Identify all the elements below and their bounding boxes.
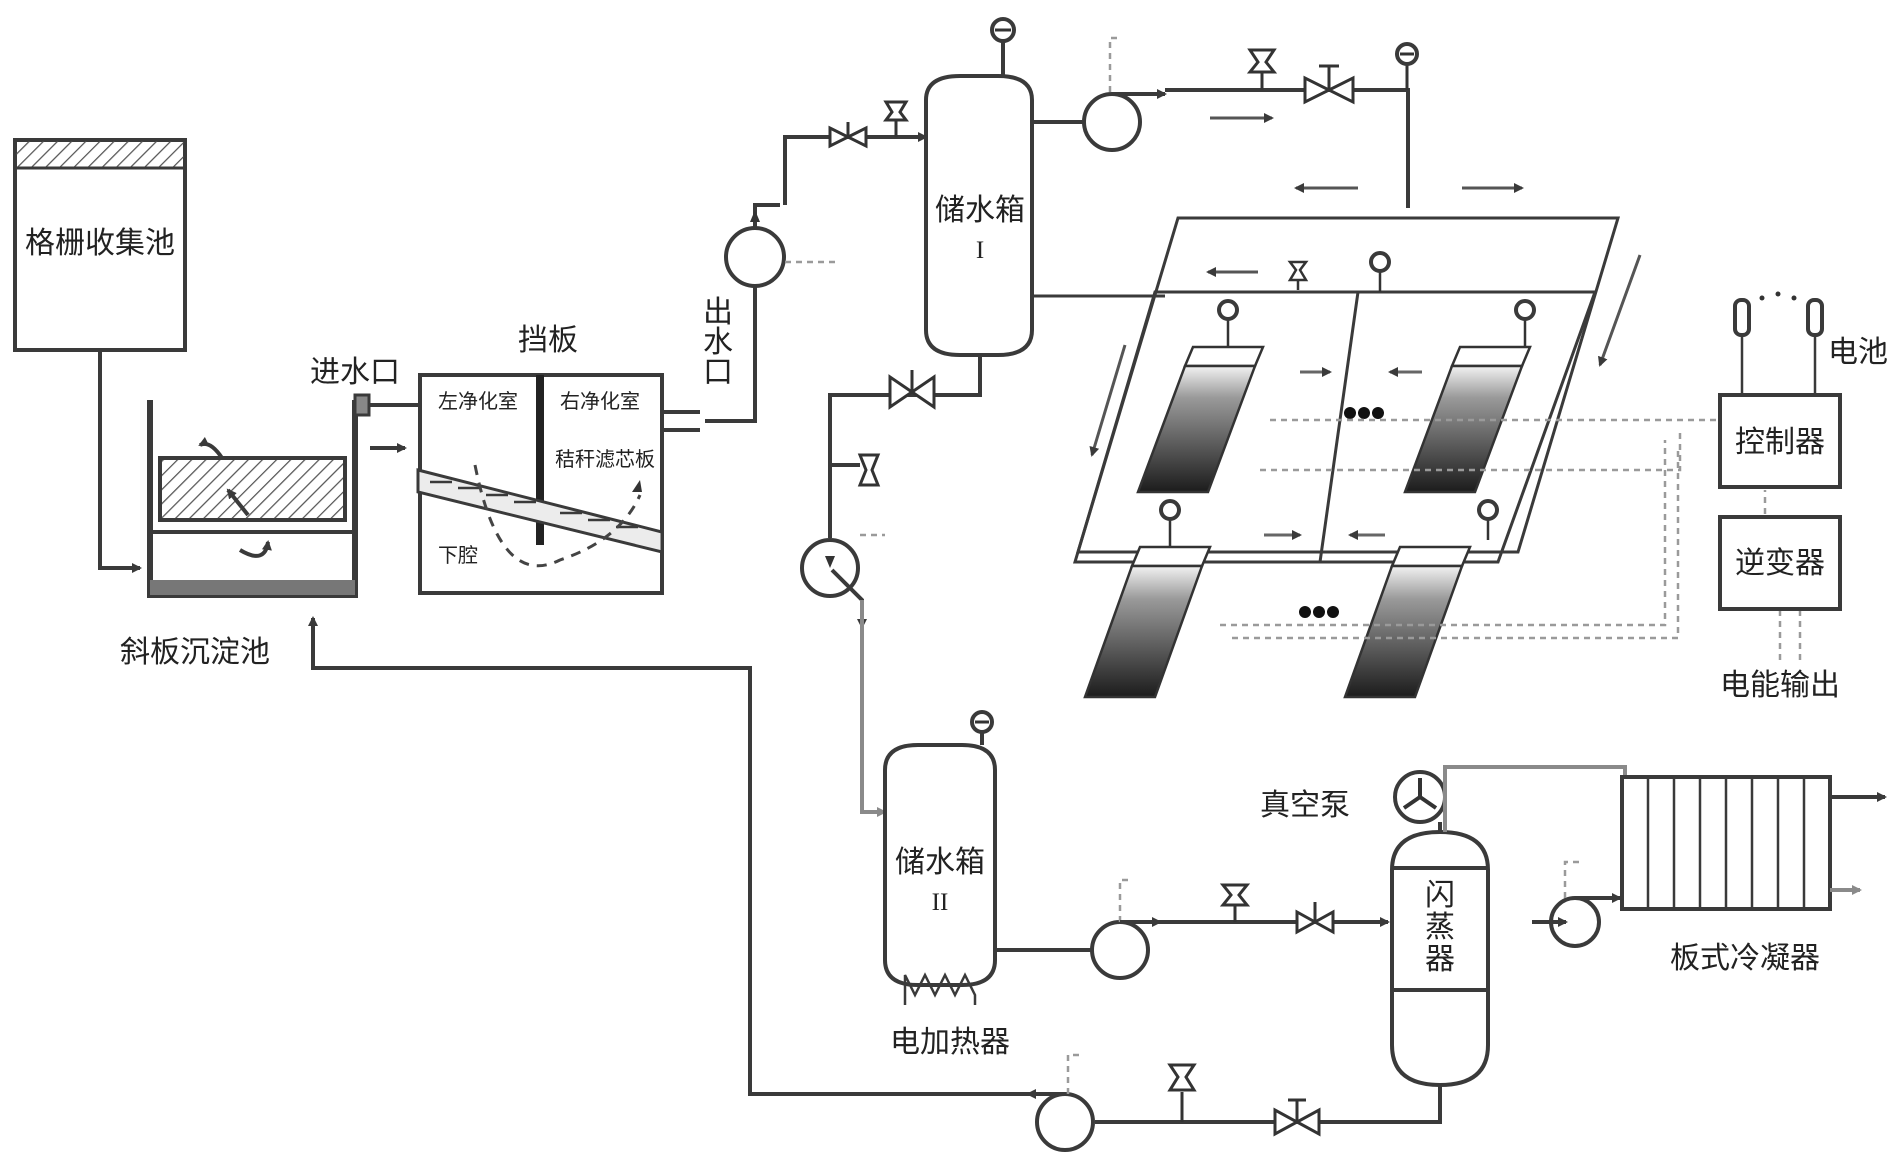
grille-collection-tank: 格栅收集池 [13, 138, 187, 352]
sediment-tank-label: 斜板沉淀池 [120, 636, 270, 669]
pump-1 [724, 203, 835, 288]
flash-label-3: 器 [1425, 943, 1455, 976]
pump-6 [1035, 1092, 1095, 1152]
tank1-num: I [976, 237, 984, 264]
controller-label: 控制器 [1735, 426, 1825, 459]
pv-panel-2 [1369, 251, 1536, 494]
valve-1 [828, 122, 868, 149]
pv-panel-4 [1343, 499, 1499, 699]
outlet-label-3: 口 [703, 356, 733, 389]
tank1-name: 储水箱 [935, 194, 1025, 227]
right-chamber-label: 右净化室 [560, 390, 640, 413]
heater-label: 电加热器 [890, 1026, 1010, 1059]
water-tank-1: 储水箱 I [924, 17, 1034, 357]
baffle-label: 挡板 [518, 324, 578, 357]
pump-4 [1090, 920, 1150, 980]
flowmeter-4 [1219, 883, 1251, 922]
lower-cavity-label: 下腔 [438, 544, 478, 567]
straw-filter-label: 秸秆滤芯板 [555, 448, 655, 471]
purifier-box: 挡板 左净化室 右净化室 秸秆滤芯板 下腔 [416, 324, 664, 595]
outlet-label-1: 出 [703, 296, 733, 329]
valve-4 [1295, 902, 1335, 935]
flash-label-2: 蒸 [1425, 911, 1455, 944]
flash-evaporator: 闪 蒸 器 [1390, 829, 1490, 1088]
vacuum-pump: 真空泵 [1260, 770, 1447, 832]
gauge-top [1395, 42, 1419, 90]
inverter: 逆变器 [1718, 515, 1842, 611]
valve-3 [888, 370, 936, 410]
left-chamber-label: 左净化室 [438, 390, 518, 413]
pv-array-frame [1032, 216, 1642, 618]
flowmeter-2 [1246, 48, 1278, 90]
condenser-label: 板式冷凝器 [1670, 942, 1820, 975]
pump-2 [1082, 92, 1142, 152]
sedimentation-tank: 斜板沉淀池 [120, 400, 358, 669]
flowmeter-pv [1287, 260, 1309, 290]
water-tank-2: 储水箱 II 电加热器 [883, 710, 1010, 1059]
controller: 控制器 [1718, 393, 1842, 489]
inlet-port [353, 393, 371, 417]
pump-5 [1532, 860, 1622, 948]
tank2-name: 储水箱 [895, 846, 985, 879]
flowmeter-3 [857, 453, 881, 487]
grille-tank-label: 格栅收集池 [25, 227, 175, 260]
plate-condenser: 板式冷凝器 [1620, 775, 1832, 975]
inverter-label: 逆变器 [1735, 547, 1825, 580]
flowmeter-5 [1167, 1063, 1197, 1122]
outlet-label-2: 水 [703, 326, 733, 359]
valve-5 [1273, 1098, 1321, 1137]
pv-panel-3 [1083, 499, 1212, 699]
power-output-label: 电能输出 [1720, 669, 1840, 702]
inlet-label: 进水口 [310, 356, 400, 389]
pv-panel-1 [1136, 299, 1265, 494]
valve-2 [1303, 64, 1355, 105]
flowmeter-1 [883, 100, 909, 137]
vacuum-pump-label: 真空泵 [1260, 789, 1350, 822]
pump-3 [800, 533, 885, 598]
battery-label: 电池 [1828, 336, 1888, 369]
battery: 电池 [1733, 291, 1888, 395]
tank2-num: II [932, 889, 949, 916]
flash-label-1: 闪 [1425, 879, 1455, 912]
